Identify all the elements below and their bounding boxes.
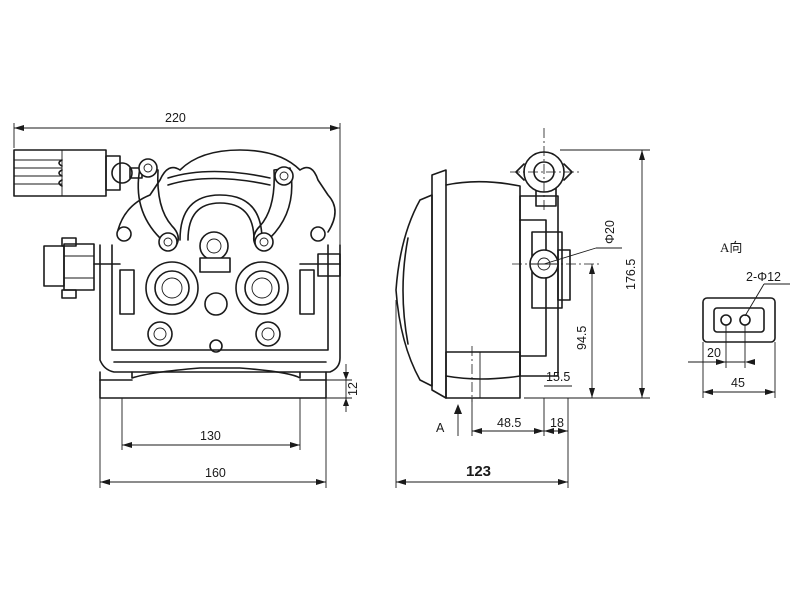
dim-220: 220 [13, 111, 341, 245]
detail-view-a: A向 2-Φ12 20 45 [688, 240, 790, 398]
dim-160-label: 160 [205, 466, 226, 480]
detail-dim-20-label: 20 [707, 346, 721, 360]
dim-176-5-label: 176.5 [624, 259, 638, 290]
dim-phi20: Φ20 [543, 220, 622, 265]
dim-123-label: 123 [466, 463, 491, 480]
dim-48-5: 48.5 18 [471, 398, 569, 436]
inlet-guide [43, 237, 121, 299]
side-view: 176.5 94.5 Φ20 15.5 [395, 128, 650, 488]
front-base [99, 367, 327, 399]
detail-title: A向 [720, 240, 742, 255]
dim-130-label: 130 [200, 429, 221, 443]
dim-220-label: 220 [165, 111, 186, 125]
dim-18-label: 18 [550, 416, 564, 430]
dim-48-5-label: 48.5 [497, 416, 521, 430]
dim-123: 123 [395, 300, 569, 488]
dim-130: 130 [121, 398, 301, 450]
dim-phi20-label: Φ20 [603, 220, 617, 244]
dim-176-5: 176.5 [524, 149, 650, 399]
motor-knob [13, 149, 143, 197]
detail-holes-label: 2-Φ12 [746, 270, 781, 284]
dim-160: 160 [99, 398, 327, 488]
dim-12-label: 12 [346, 382, 360, 396]
view-arrow-a: A [436, 404, 462, 436]
view-arrow-a-label: A [436, 421, 445, 435]
dim-15-5: 15.5 [544, 370, 572, 387]
dim-94-5: 94.5 [575, 264, 595, 398]
dim-15-5-label: 15.5 [546, 370, 570, 384]
dim-12: 12 [326, 364, 360, 412]
front-view: 220 130 160 12 [13, 111, 360, 488]
detail-dim-45-label: 45 [731, 376, 745, 390]
front-body [99, 149, 341, 373]
dim-94-5-label: 94.5 [575, 326, 589, 350]
